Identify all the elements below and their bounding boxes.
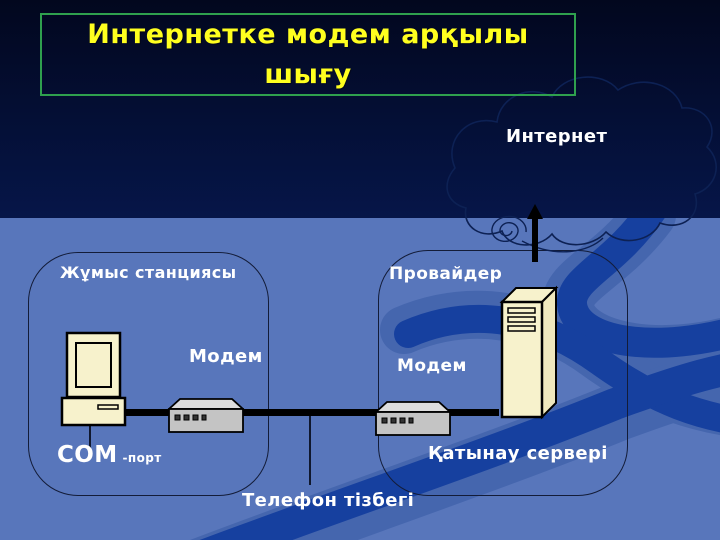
arrow-head (527, 204, 543, 219)
workstation-label: Жұмыс станциясы (60, 263, 237, 282)
provider-label: Провайдер (389, 264, 503, 284)
slide-title: Интернетке модем арқылы шығу (87, 19, 529, 90)
modem-icon (373, 401, 453, 436)
com-port-label-suffix: -порт (122, 451, 162, 465)
com-port-pointer-line (89, 424, 91, 457)
com-port-label: СОМ -порт (57, 442, 162, 468)
swirl-decoration (189, 218, 720, 540)
workstation-group-box (28, 252, 269, 496)
server-tower-icon (499, 285, 559, 420)
internet-label: Интернет (506, 126, 608, 147)
phone-line-label: Телефон тізбегі (242, 490, 415, 511)
modem-connection-line (125, 409, 499, 416)
computer-icon (60, 331, 127, 427)
phone-line-pointer-line (309, 416, 311, 485)
provider-group-box (378, 250, 628, 496)
modem-icon (166, 398, 246, 433)
modem-right-label: Модем (397, 356, 467, 376)
slide-title-box: Интернетке модем арқылы шығу (40, 13, 576, 96)
modem-left-label: Модем (189, 346, 263, 367)
access-server-label: Қатынау сервері (428, 443, 608, 464)
com-port-label-main: СОМ (57, 442, 118, 468)
